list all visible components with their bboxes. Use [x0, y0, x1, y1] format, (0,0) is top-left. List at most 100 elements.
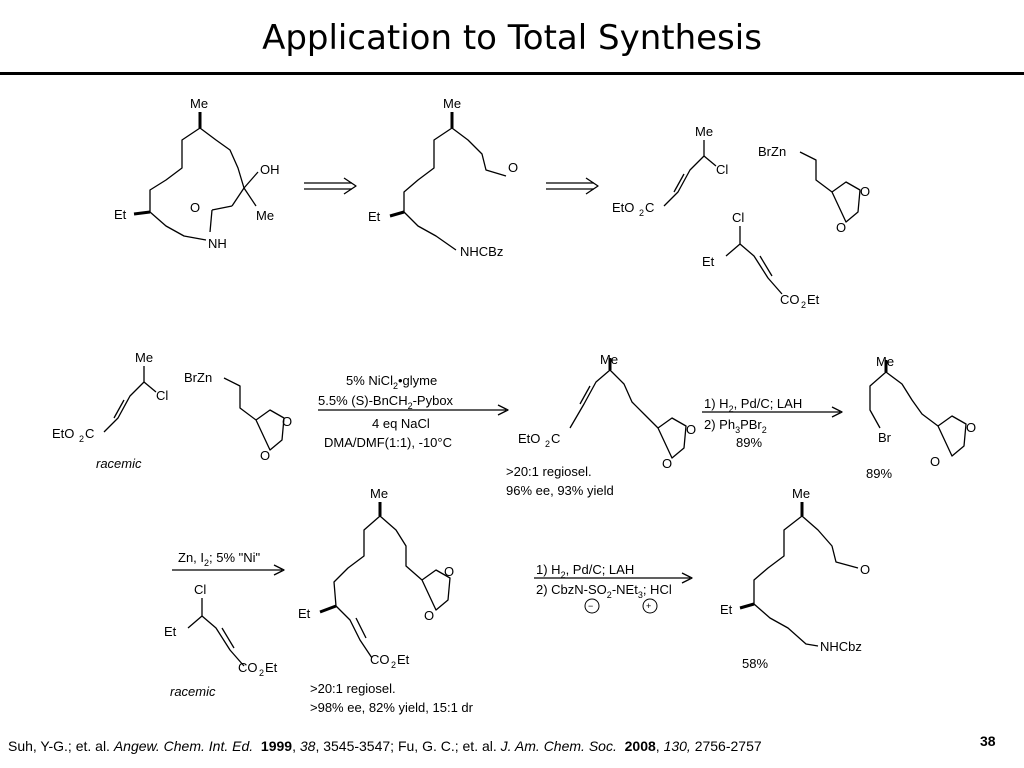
step1-cond-line2: 5.5% (S)-BnCH2-Pybox: [318, 393, 454, 411]
step1-cond-line4: DMA/DMF(1:1), -10°C: [324, 435, 452, 450]
target-me-label: Me: [190, 96, 208, 111]
step1-regioselectivity: >20:1 regiosel.: [506, 464, 592, 479]
p3-sub2: 2: [391, 660, 396, 670]
frag-a-cl-label: Cl: [716, 162, 728, 177]
citation-pages-2: 2756-2757: [690, 738, 762, 754]
step3-reagent: Cl Et CO 2 Et racemic: [164, 582, 278, 699]
aldehyde-fragment: Me O Et NHCBz: [368, 96, 518, 259]
s3-co-label: CO: [238, 660, 258, 675]
retro-arrow-1: [304, 177, 357, 195]
s1-me-label: Me: [135, 350, 153, 365]
citation-year-1: 1999: [260, 738, 293, 754]
svg-text:+: +: [646, 601, 651, 611]
p3-et2-label: Et: [397, 652, 410, 667]
p1-c-label: C: [551, 431, 560, 446]
step1-cond-line3: 4 eq NaCl: [372, 416, 430, 431]
p3-co-label: CO: [370, 652, 390, 667]
s1-o2-label: O: [260, 448, 270, 463]
step4-yield: 58%: [742, 656, 768, 671]
s3-et-label: Et: [164, 624, 177, 639]
p2-o2-label: O: [930, 454, 940, 469]
synthesis-scheme: Me OH Et O Me NH Me O Et NHCBz Me Cl EtO…: [52, 96, 976, 715]
aldehyde-nhcbz-label: NHCBz: [460, 244, 503, 259]
citation-journal-1: Angew. Chem. Int. Ed.: [113, 738, 254, 754]
slide-title: Application to Total Synthesis: [262, 18, 762, 58]
step2-reaction-arrow: [702, 406, 843, 418]
target-o-label: O: [190, 200, 200, 215]
step3-product: Me O O Et CO 2 Et: [298, 486, 454, 670]
p1-me-label: Me: [600, 352, 618, 367]
s3-et2-label: Et: [265, 660, 278, 675]
fragment-a: Me Cl EtO 2 C: [612, 124, 728, 218]
svg-text:−: −: [588, 601, 593, 611]
s1-brzn-label: BrZn: [184, 370, 212, 385]
step2-product: Me Br O O: [869, 354, 976, 469]
fragment-b: BrZn O O: [758, 144, 870, 235]
step1-cond-line1: 5% NiCl2•glyme: [346, 373, 437, 391]
frag-b-o2-label: O: [836, 220, 846, 235]
frag-a-eto-label: EtO: [612, 200, 634, 215]
target-me2-label: Me: [256, 208, 274, 223]
step1-reaction-arrow: [318, 404, 509, 416]
s1-o1-label: O: [282, 414, 292, 429]
frag-b-brzn-label: BrZn: [758, 144, 786, 159]
step3-reaction-arrow: [172, 564, 285, 576]
step1-allylic-chloride: Me Cl EtO 2 C racemic: [52, 350, 168, 471]
aldehyde-o-label: O: [508, 160, 518, 175]
step1-ee-yield: 96% ee, 93% yield: [506, 483, 614, 498]
step2-cond-line1: 1) H2, Pd/C; LAH: [704, 396, 802, 414]
frag-c-et2-label: Et: [807, 292, 820, 307]
p3-et-label: Et: [298, 606, 311, 621]
step3-regioselectivity: >20:1 regiosel.: [310, 681, 396, 696]
title-divider: [0, 72, 1024, 75]
p2-br-label: Br: [878, 430, 892, 445]
frag-c-co-label: CO: [780, 292, 800, 307]
p4-nhcbz-label: NHCbz: [820, 639, 862, 654]
p3-o2-label: O: [424, 608, 434, 623]
step2-cond-yield: 89%: [736, 435, 762, 450]
s1-racemic-label: racemic: [96, 456, 142, 471]
step3-cond-line1: Zn, I2; 5% "Ni": [178, 550, 261, 568]
s1-c-label: C: [85, 426, 94, 441]
step2-cond-line2: 2) Ph3PBr2: [704, 417, 767, 435]
frag-b-o1-label: O: [860, 184, 870, 199]
sulfamide-plus-charge: +: [642, 598, 658, 614]
target-nh-label: NH: [208, 236, 227, 251]
sulfamide-minus-charge: −: [584, 598, 600, 614]
frag-c-cl-label: Cl: [732, 210, 744, 225]
step1-alkylzinc: BrZn O O: [184, 370, 292, 463]
aldehyde-me-label: Me: [443, 96, 461, 111]
step4-cond-line2: 2) CbzN-SO2-NEt3; HCl: [536, 582, 672, 600]
retro-arrow-2: [546, 177, 599, 195]
aldehyde-et-label: Et: [368, 209, 381, 224]
s3-racemic-label: racemic: [170, 684, 216, 699]
step4-reaction-arrow: [534, 572, 693, 584]
step1-product: Me EtO 2 C O O: [518, 352, 696, 471]
p4-o-label: O: [860, 562, 870, 577]
s1-eto-label: EtO: [52, 426, 74, 441]
frag-c-sub2: 2: [801, 300, 806, 310]
citation-authors-1: Suh, Y-G.; et. al.: [8, 738, 114, 754]
p3-me-label: Me: [370, 486, 388, 501]
p4-me-label: Me: [792, 486, 810, 501]
fragment-c: Cl Et CO 2 Et: [702, 210, 820, 310]
citation-volume-1: 38: [299, 738, 316, 754]
p1-eto-label: EtO: [518, 431, 540, 446]
frag-a-me-label: Me: [695, 124, 713, 139]
frag-c-et-label: Et: [702, 254, 715, 269]
frag-a-c-label: C: [645, 200, 654, 215]
citation-volume-2: 130,: [663, 738, 691, 754]
step4-product: Me O Et NHCbz: [720, 486, 870, 654]
target-et-label: Et: [114, 207, 127, 222]
p1-sub2: 2: [545, 439, 550, 449]
p3-o1-label: O: [444, 564, 454, 579]
frag-a-sub2: 2: [639, 208, 644, 218]
s3-cl-label: Cl: [194, 582, 206, 597]
citation-pages-1: , 3545-3547; Fu, G. C.; et. al.: [315, 738, 501, 754]
page-number: 38: [980, 733, 996, 749]
p4-et-label: Et: [720, 602, 733, 617]
citation: Suh, Y-G.; et. al. Angew. Chem. Int. Ed.…: [8, 738, 762, 754]
target-oh-label: OH: [260, 162, 280, 177]
target-macrolactam: Me OH Et O Me NH: [114, 96, 280, 251]
p2-o1-label: O: [966, 420, 976, 435]
